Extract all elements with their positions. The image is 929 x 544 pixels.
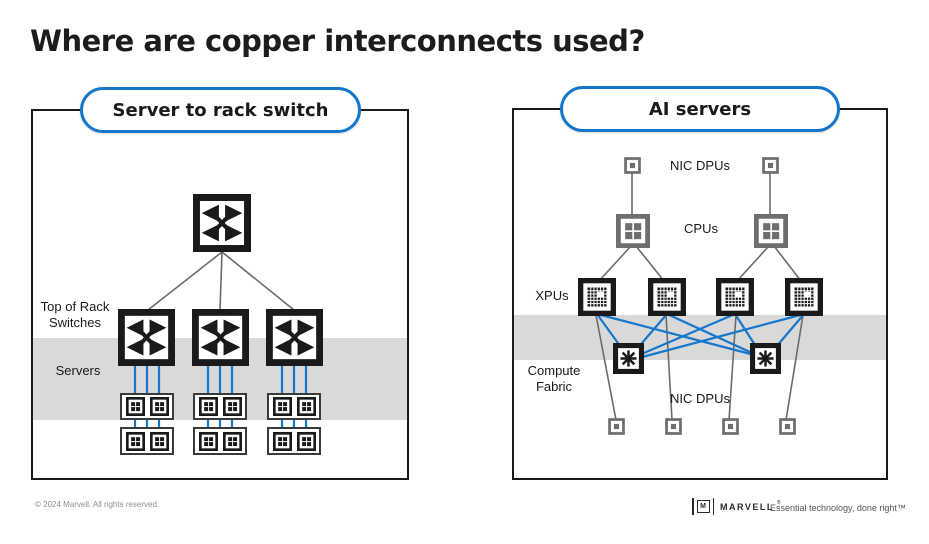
logo-bar	[712, 498, 714, 515]
nic-dpu-icon	[608, 418, 625, 435]
copyright-text: © 2024 Marvell. All rights reserved.	[35, 500, 160, 509]
fabric-switch-icon	[750, 343, 781, 374]
right-panel-title: AI servers	[648, 98, 752, 120]
nic-dpu-icon	[665, 418, 682, 435]
nic-dpu-icon	[624, 157, 641, 174]
tor-switch-icon	[266, 309, 323, 366]
xpu-chip-icon	[648, 278, 686, 316]
nic-dpu-icon	[762, 157, 779, 174]
cpus-label: CPUs	[684, 221, 718, 236]
nic-dpus-top-label: NIC DPUs	[670, 158, 730, 173]
server-chip-icon	[297, 432, 316, 451]
logo-m-mark: M	[696, 500, 710, 513]
xpu-chip-icon	[785, 278, 823, 316]
server-chip-icon	[297, 397, 316, 416]
brand-tagline: Essential technology, done right™	[770, 503, 906, 513]
server-chip-icon	[199, 432, 218, 451]
server-chip-icon	[150, 397, 169, 416]
page-title: Where are copper interconnects used?	[30, 24, 645, 58]
server-box	[120, 427, 174, 455]
server-box	[193, 427, 247, 455]
server-chip-icon	[126, 432, 145, 451]
server-box	[267, 427, 321, 455]
left-panel-frame	[31, 109, 409, 480]
logo-bar	[692, 498, 694, 515]
xpus-label: XPUs	[535, 288, 569, 303]
xpu-chip-icon	[716, 278, 754, 316]
registered-mark: ®	[776, 500, 781, 506]
left-panel-header-pill: Server to rack switch	[80, 87, 361, 133]
brand-name: MARVELL	[720, 501, 774, 512]
server-chip-icon	[126, 397, 145, 416]
server-chip-icon	[273, 432, 292, 451]
xpu-chip-icon	[578, 278, 616, 316]
marvell-logo-icon: M MARVELL ®	[692, 498, 781, 515]
server-chip-icon	[223, 432, 242, 451]
server-box	[120, 393, 174, 420]
compute-fabric-label: Compute Fabric	[527, 363, 581, 395]
top-of-rack-label: Top of Rack Switches	[40, 299, 110, 331]
nic-dpu-icon	[722, 418, 739, 435]
server-chip-icon	[199, 397, 218, 416]
left-panel-title: Server to rack switch	[112, 99, 329, 121]
nic-dpu-icon	[779, 418, 796, 435]
tor-switch-icon	[192, 309, 249, 366]
right-panel-header-pill: AI servers	[560, 86, 840, 132]
servers-label: Servers	[55, 363, 101, 378]
nic-dpus-bottom-label: NIC DPUs	[670, 391, 730, 406]
server-box	[193, 393, 247, 420]
server-box	[267, 393, 321, 420]
server-chip-icon	[150, 432, 169, 451]
right-fabric-band	[514, 315, 886, 360]
spine-switch-icon	[193, 194, 251, 252]
fabric-switch-icon	[613, 343, 644, 374]
right-panel-frame	[512, 108, 888, 480]
server-chip-icon	[223, 397, 242, 416]
server-chip-icon	[273, 397, 292, 416]
tor-switch-icon	[118, 309, 175, 366]
